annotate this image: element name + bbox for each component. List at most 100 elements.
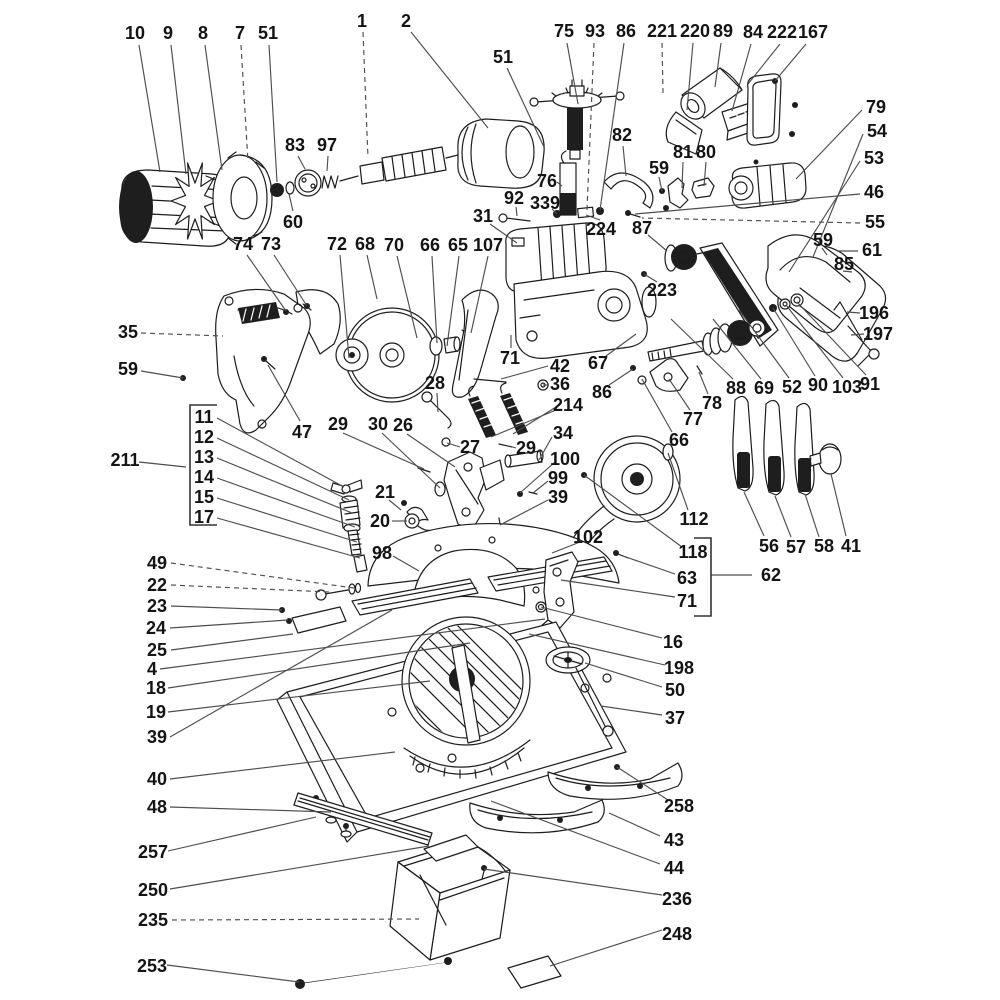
- part-label-49-97: 49: [146, 553, 168, 573]
- part-label-198-113: 198: [663, 658, 695, 678]
- part-label-103-83: 103: [831, 377, 863, 397]
- part-label-34-59: 34: [552, 423, 574, 443]
- part-label-70-45: 70: [383, 235, 405, 255]
- leader-line-71: [216, 437, 350, 501]
- part-label-59-29: 59: [812, 230, 834, 250]
- part-label-214-58: 214: [552, 395, 584, 415]
- leader-line-66: [342, 432, 425, 470]
- leader-line-23: [703, 161, 707, 187]
- motor-group: [119, 151, 359, 247]
- part-label-71-52: 71: [499, 348, 521, 368]
- part-label-30-66: 30: [367, 414, 389, 434]
- leader-line-96: [830, 473, 847, 537]
- part-label-235-110: 235: [137, 910, 169, 930]
- support-arm-71: [451, 289, 499, 398]
- leader-line-80: [670, 318, 734, 380]
- leader-line-118: [608, 812, 661, 837]
- parts-81-80: [659, 177, 715, 211]
- leader-line-69: [138, 461, 187, 468]
- part-label-25-101: 25: [146, 640, 168, 660]
- leader-line-28: [641, 217, 861, 224]
- part-label-98-77: 98: [371, 543, 393, 563]
- leader-line-21: [658, 176, 663, 192]
- part-label-97-18: 97: [316, 135, 338, 155]
- handle-grip-79: [728, 162, 807, 209]
- leader-line-121: [549, 929, 663, 967]
- leader-line-98: [170, 562, 355, 589]
- part-label-39-64: 39: [547, 487, 569, 507]
- front-rail: [293, 792, 433, 846]
- leader-line-43: [339, 254, 350, 359]
- part-label-93-9: 93: [584, 21, 606, 41]
- leader-line-58: [512, 406, 557, 435]
- part-label-55-28: 55: [864, 212, 886, 232]
- leader-line-116: [600, 705, 663, 716]
- leader-line-105: [167, 680, 431, 713]
- part-label-21-75: 21: [374, 482, 396, 502]
- leader-line-1: [170, 44, 187, 175]
- leader-line-83: [772, 307, 816, 377]
- part-label-66-46: 66: [419, 235, 441, 255]
- leader-line-27: [634, 193, 861, 215]
- part-label-22-98: 22: [146, 575, 168, 595]
- part-label-62-92: 62: [760, 565, 782, 585]
- part-label-78-85: 78: [701, 393, 723, 413]
- part-label-48-107: 48: [146, 797, 168, 817]
- leader-line-107: [169, 751, 396, 780]
- part-label-74-41: 74: [232, 234, 254, 254]
- part-label-41-96: 41: [840, 536, 862, 556]
- leader-line-12: [686, 42, 694, 111]
- leader-line-68: [406, 433, 456, 468]
- part-label-29-60: 29: [515, 438, 537, 458]
- part-label-253-111: 253: [136, 956, 168, 976]
- part-label-107-48: 107: [472, 235, 504, 255]
- leader-line-47: [446, 255, 460, 347]
- part-224: [577, 206, 604, 219]
- guard-segment-44: [469, 799, 605, 834]
- leader-line-91: [622, 555, 676, 575]
- leader-line-38: [585, 214, 601, 221]
- bevel-guard-112: [565, 435, 681, 557]
- leader-line-42: [273, 254, 308, 307]
- leader-line-85: [796, 301, 867, 376]
- leader-line-74: [216, 497, 358, 543]
- leader-line-112: [166, 964, 300, 983]
- leader-line-104: [167, 642, 471, 689]
- pivot-bracket-26: [443, 451, 505, 531]
- group-bracket-0: [189, 404, 217, 526]
- leader-line-9: [586, 42, 595, 211]
- part-label-220-12: 220: [679, 21, 711, 41]
- leader-line-100: [170, 605, 283, 611]
- wire-guard-82: [603, 172, 654, 209]
- part-label-84-14: 84: [742, 22, 764, 42]
- part-label-88-79: 88: [725, 378, 747, 398]
- part-label-92-35: 92: [503, 188, 525, 208]
- leader-line-10: [599, 42, 625, 211]
- part-label-197-33: 197: [862, 324, 894, 344]
- part-label-15-73: 15: [193, 487, 215, 507]
- part-label-20-76: 20: [369, 511, 391, 531]
- leader-line-39: [647, 234, 668, 252]
- part-label-87-39: 87: [631, 218, 653, 238]
- part-label-72-43: 72: [326, 234, 348, 254]
- part-label-10-0: 10: [124, 23, 146, 43]
- leader-line-22: [681, 161, 684, 189]
- leader-line-17: [297, 155, 306, 170]
- leader-line-57: [436, 392, 439, 413]
- leader-line-90: [583, 474, 683, 548]
- leader-line-72: [216, 457, 353, 514]
- part-label-100-62: 100: [549, 449, 581, 469]
- part-label-258-116: 258: [663, 796, 695, 816]
- part-label-224-38: 224: [585, 219, 617, 239]
- part-label-167-16: 167: [797, 22, 829, 42]
- dust-box-235: [389, 839, 511, 961]
- leader-line-8: [566, 42, 579, 105]
- leader-line-114: [528, 633, 666, 666]
- part-label-67-55: 67: [587, 353, 609, 373]
- leader-line-37: [489, 223, 518, 244]
- part-label-35-49: 35: [117, 322, 139, 342]
- part-label-56-93: 56: [758, 536, 780, 556]
- leader-line-75: [216, 517, 361, 559]
- part-label-222-15: 222: [766, 22, 798, 42]
